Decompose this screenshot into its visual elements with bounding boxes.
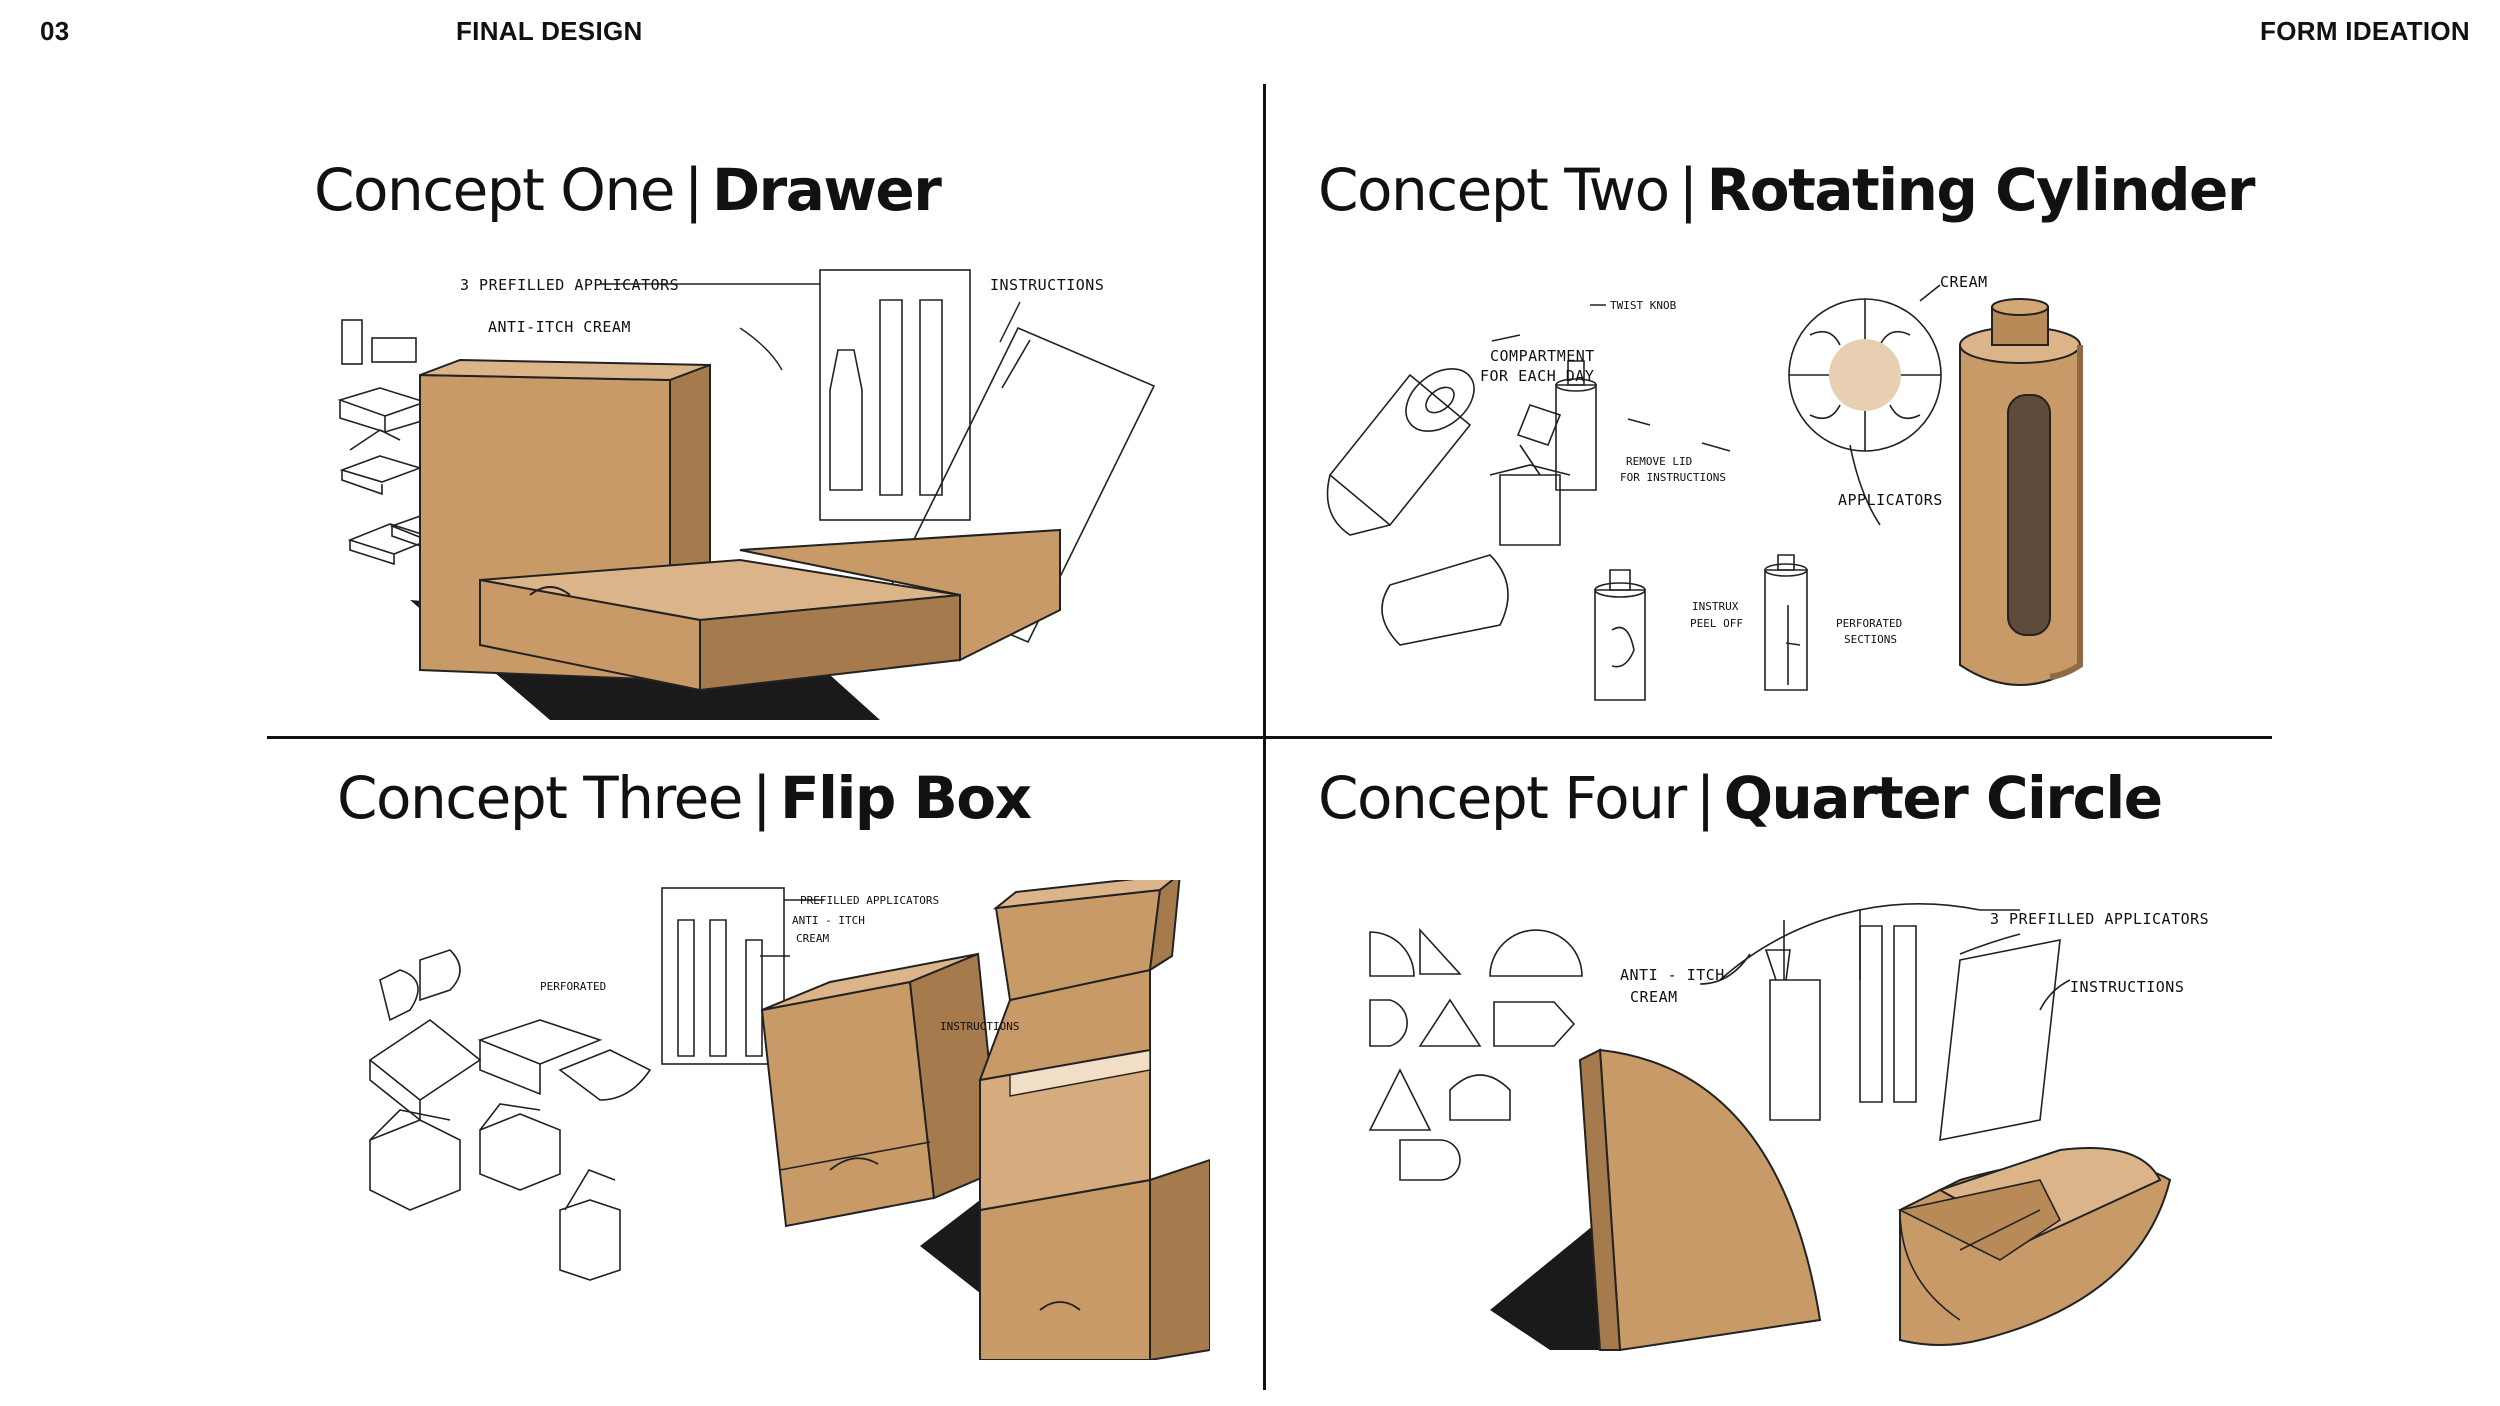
concept-two-label-compartment-2: FOR EACH DAY	[1480, 367, 1594, 385]
page-number: 03	[40, 16, 70, 46]
section-title-final-design: FINAL DESIGN	[456, 16, 643, 46]
concept-two-title: Concept Two|Rotating Cylinder	[1318, 156, 2256, 224]
concept-four-quarter-circle-sketch: ANTI - ITCH CREAM 3 PREFILLED APPLICATOR…	[1368, 903, 2209, 1352]
concept-two-cylinder-sketch: COMPARTMENT FOR EACH DAY TWIST KNOB REMO…	[1326, 273, 2083, 701]
concept-two-label-compartment-1: COMPARTMENT	[1490, 347, 1595, 365]
concept-three-title: Concept Three|Flip Box	[337, 764, 1032, 832]
concept-two-label-cream: CREAM	[1940, 273, 1988, 291]
concept-two-label-applicators: APPLICATORS	[1838, 491, 1943, 509]
concept-three-form: Flip Box	[779, 764, 1032, 832]
concept-one-name: Concept One	[314, 156, 675, 224]
concept-two-label-instrux-2: PEEL OFF	[1690, 617, 1743, 630]
concept-four-title: Concept Four|Quarter Circle	[1318, 764, 2163, 832]
concept-four-label-cream-1: ANTI - ITCH	[1620, 966, 1725, 984]
concept-three-name: Concept Three	[337, 764, 743, 832]
concept-one-form: Drawer	[711, 156, 942, 224]
concept-three-label-cream-2: CREAM	[796, 932, 829, 945]
concept-two-label-remove-lid-2: FOR INSTRUCTIONS	[1620, 471, 1726, 484]
concept-four-label-applicators: 3 PREFILLED APPLICATORS	[1990, 910, 2209, 928]
concept-two-label-twist-knob: TWIST KNOB	[1610, 299, 1677, 312]
concept-one-label-instructions: INSTRUCTIONS	[990, 276, 1104, 294]
horizontal-divider	[267, 736, 2272, 739]
concept-two-label-perforated-2: SECTIONS	[1844, 633, 1897, 646]
concept-three-flipbox-sketch: PREFILLED APPLICATORS ANTI - ITCH CREAM …	[368, 880, 1210, 1360]
concept-three-label-perforated: PERFORATED	[540, 980, 606, 993]
concept-one-label-applicators: 3 PREFILLED APPLICATORS	[460, 276, 679, 294]
concept-two-form: Rotating Cylinder	[1706, 156, 2256, 224]
concept-two-label-perforated-1: PERFORATED	[1836, 617, 1902, 630]
concept-four-name: Concept Four	[1318, 764, 1687, 832]
concept-two-name: Concept Two	[1318, 156, 1670, 224]
concept-three-label-applicators: PREFILLED APPLICATORS	[800, 894, 939, 907]
concept-one-title: Concept One|Drawer	[314, 156, 942, 224]
concept-three-label-cream-1: ANTI - ITCH	[792, 914, 865, 927]
concept-four-label-cream-2: CREAM	[1630, 988, 1678, 1006]
concept-four-form: Quarter Circle	[1723, 764, 2163, 832]
concept-one-drawer-sketch: 3 PREFILLED APPLICATORS ANTI-ITCH CREAM …	[337, 269, 1156, 720]
concept-four-label-instructions: INSTRUCTIONS	[2070, 978, 2184, 996]
section-title-form-ideation: FORM IDEATION	[2260, 16, 2470, 46]
concept-three-label-instructions: INSTRUCTIONS	[940, 1020, 1019, 1033]
concept-two-label-instrux-1: INSTRUX	[1692, 600, 1739, 613]
concept-one-label-cream: ANTI-ITCH CREAM	[488, 318, 631, 336]
concept-two-label-remove-lid-1: REMOVE LID	[1626, 455, 1692, 468]
